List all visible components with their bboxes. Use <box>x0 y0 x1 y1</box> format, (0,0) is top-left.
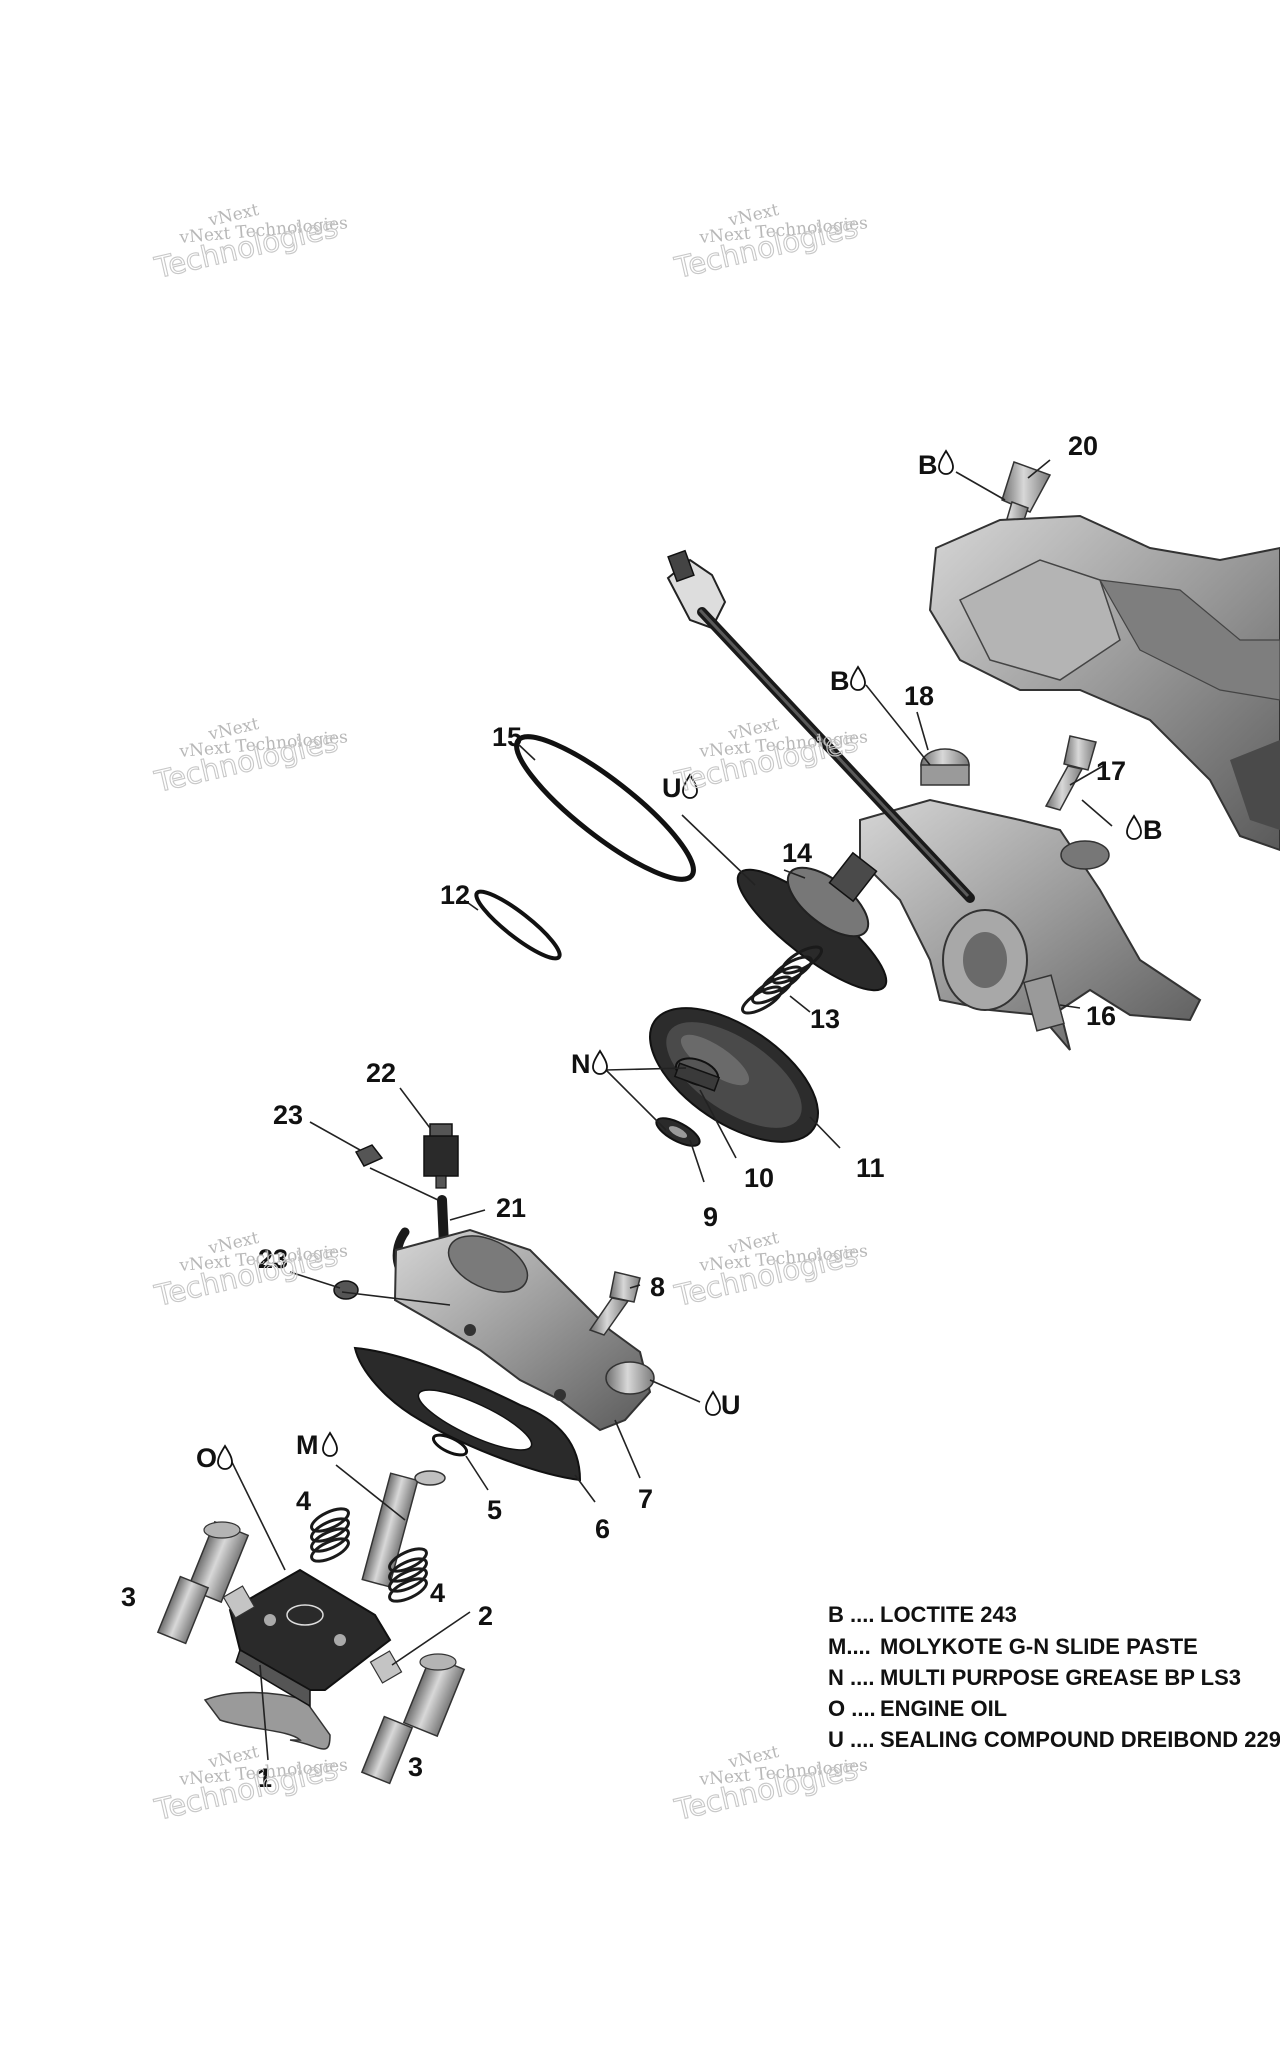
callout-2: 2 <box>478 1601 493 1631</box>
legend-code-u: U .... <box>828 1727 874 1752</box>
callout-15: 15 <box>492 722 522 752</box>
callout-13: 13 <box>810 1004 840 1034</box>
lube-code-m-2: M <box>296 1430 319 1460</box>
part-callouts: 20 18 17 16 15 14 12 13 11 10 9 22 23 21… <box>121 431 1126 1793</box>
part-22-filter <box>423 1123 459 1189</box>
callout-20: 20 <box>1068 431 1098 461</box>
part-4-spring-left <box>310 1507 350 1563</box>
callout-12: 12 <box>440 880 470 910</box>
callout-18: 18 <box>904 681 934 711</box>
part-4-spring-right <box>388 1547 428 1603</box>
callout-4-left: 4 <box>296 1486 311 1516</box>
callout-16: 16 <box>1086 1001 1116 1031</box>
lube-code-b-20: B <box>918 450 938 480</box>
part-6-gasket <box>353 1346 582 1482</box>
lube-code-n-10: N <box>571 1049 591 1079</box>
legend-text-u: SEALING COMPOUND DREIBOND 2290 <box>880 1727 1280 1752</box>
part-16-actuator-body <box>859 798 1202 1051</box>
part-11-disc <box>649 1007 819 1143</box>
part-10-bushing <box>673 1057 721 1092</box>
legend-code-m: M.... <box>828 1634 871 1659</box>
callout-6: 6 <box>595 1514 610 1544</box>
part-5-seal <box>431 1433 469 1457</box>
callout-1: 1 <box>257 1763 272 1793</box>
lubricant-legend: B .... LOCTITE 243 M.... MOLYKOTE G-N SL… <box>828 1602 1280 1752</box>
watermark-layer: vNext vNext Technologies Technologies vN… <box>150 200 868 1828</box>
part-18-plug <box>920 748 970 786</box>
part-13-spring <box>741 945 823 1015</box>
part-3-cylinder-left <box>156 1520 250 1645</box>
callout-7: 7 <box>638 1484 653 1514</box>
part-23-cap-lower <box>333 1280 359 1300</box>
legend-text-o: ENGINE OIL <box>880 1696 1007 1721</box>
part-9-washer <box>655 1117 701 1147</box>
lube-code-b-18: B <box>830 666 850 696</box>
legend-text-n: MULTI PURPOSE GREASE BP LS3 <box>880 1665 1241 1690</box>
callout-23-lower: 23 <box>258 1244 288 1274</box>
legend-code-n: N .... <box>828 1665 874 1690</box>
lube-code-u-7: U <box>721 1390 741 1420</box>
legend-code-b: B .... <box>828 1602 874 1627</box>
leader-lines <box>225 459 1113 1761</box>
part-3-cylinder-right <box>360 1653 466 1785</box>
lube-code-o-1: O <box>196 1443 217 1473</box>
callout-22: 22 <box>366 1058 396 1088</box>
part-2-solenoid <box>361 1470 446 1588</box>
legend-text-b: LOCTITE 243 <box>880 1602 1017 1627</box>
callout-9: 9 <box>703 1202 718 1232</box>
callout-3-right: 3 <box>408 1752 423 1782</box>
callout-3-left: 3 <box>121 1582 136 1612</box>
legend-text-m: MOLYKOTE G-N SLIDE PASTE <box>880 1634 1198 1659</box>
part-12-o-ring <box>474 889 562 961</box>
lube-code-u-14: U <box>662 773 682 803</box>
callout-8: 8 <box>650 1272 665 1302</box>
part-14-diaphragm <box>736 851 888 992</box>
callout-14: 14 <box>782 838 812 868</box>
sensor-cable <box>666 549 975 903</box>
callout-5: 5 <box>487 1495 502 1525</box>
legend-code-o: O .... <box>828 1696 876 1721</box>
housing-cover <box>928 514 1280 852</box>
callout-23-upper: 23 <box>273 1100 303 1130</box>
part-23-cap-upper <box>354 1144 384 1167</box>
lube-code-letters: B B B U N U O M <box>196 450 1163 1473</box>
lube-code-b-17: B <box>1143 815 1163 845</box>
callout-21: 21 <box>496 1193 526 1223</box>
part-15-o-ring <box>514 734 696 882</box>
callout-4-right: 4 <box>430 1578 445 1608</box>
part-7-valve-body <box>393 1228 655 1432</box>
callout-10: 10 <box>744 1163 774 1193</box>
callout-17: 17 <box>1096 756 1126 786</box>
part-17-bolt <box>1044 735 1097 811</box>
part-1-solenoid-block <box>203 1568 403 1750</box>
part-8-bolt <box>588 1271 641 1336</box>
callout-11: 11 <box>856 1153 885 1183</box>
